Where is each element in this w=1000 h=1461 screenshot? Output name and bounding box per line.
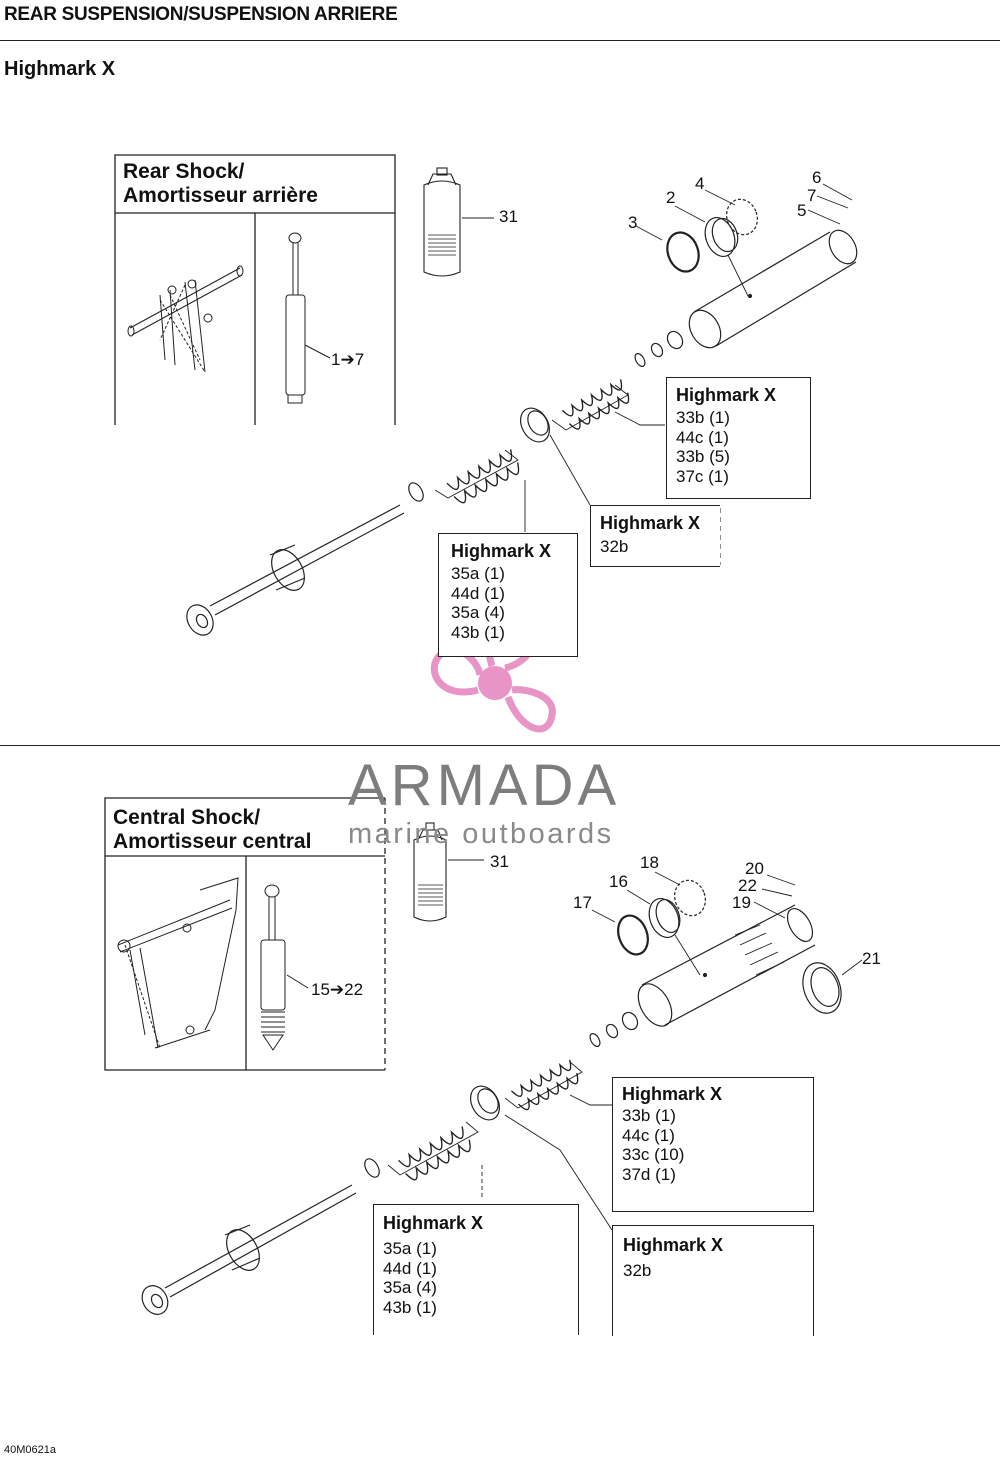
central-frame-sketch: [117, 877, 239, 1049]
rear-box-c-title: Highmark X: [451, 541, 552, 561]
rear-seal-parts: [666, 198, 758, 297]
callout-20: 20: [745, 859, 764, 878]
rear-highmark-box-c: Highmark X 35a (1) 44d (1) 35a (4) 43b (…: [438, 533, 578, 657]
rear-inset-title-line1: Rear Shock/: [123, 160, 245, 183]
rear-leader-lines: [635, 183, 853, 241]
callout-22: 22: [738, 876, 757, 895]
section-divider: [0, 745, 1000, 746]
watermark-brand: ARMADA: [348, 753, 621, 818]
central-box-a-line4: 37d (1): [622, 1164, 676, 1184]
callout-7: 7: [807, 186, 817, 205]
callout-17: 17: [573, 893, 592, 912]
central-box-a-line2: 44c (1): [622, 1125, 675, 1145]
rear-box-a-title: Highmark X: [676, 385, 777, 405]
rear-inset-shock: [285, 232, 331, 404]
central-box-c-line1: 35a (1): [383, 1239, 437, 1258]
rear-inset-range: 1➔7: [331, 350, 365, 369]
central-highmark-box-b: Highmark X 32b: [612, 1225, 814, 1336]
callout-4: 4: [695, 174, 705, 193]
central-highmark-box-a: Highmark X 33b (1) 44c (1) 33c (10) 37d …: [612, 1077, 814, 1212]
page-subtitle: Highmark X: [4, 58, 116, 80]
callout-18: 18: [640, 853, 659, 872]
central-inset-title-line2: Amortisseur central: [113, 830, 312, 853]
watermark-tagline: marine outboards: [348, 818, 614, 850]
rear-highmark-box-b: Highmark X 32b: [590, 505, 720, 567]
rear-box-b-line1: 32b: [600, 537, 629, 556]
callout-31-rear: 31: [499, 207, 518, 226]
rear-box-c-line4: 43b (1): [451, 622, 505, 642]
central-highmark-box-c: Highmark X 35a (1) 44d (1) 35a (4) 43b (…: [373, 1204, 579, 1335]
page-header: REAR SUSPENSION/SUSPENSION ARRIERE: [4, 4, 398, 25]
callout-2: 2: [666, 188, 676, 207]
callout-5: 5: [797, 201, 807, 220]
callout-31-central: 31: [490, 852, 509, 871]
central-inset-title-line1: Central Shock/: [113, 806, 261, 829]
central-box-c-line3: 35a (4): [383, 1278, 437, 1297]
rear-box-c-line2: 44d (1): [451, 583, 505, 603]
central-box-a-line1: 33b (1): [622, 1106, 676, 1125]
rear-shaft-assembly: [186, 330, 684, 636]
central-oil-can: [413, 822, 484, 922]
central-box-c-line2: 44d (1): [383, 1258, 437, 1278]
callout-16: 16: [609, 872, 628, 891]
rear-box-a-line4: 37c (1): [676, 466, 729, 486]
central-seal-parts: [617, 879, 706, 976]
rear-box-a-line1: 33b (1): [676, 408, 730, 427]
callout-6: 6: [812, 168, 822, 187]
central-box-c-title: Highmark X: [383, 1213, 484, 1233]
rear-box-c-line1: 35a (1): [451, 564, 505, 583]
rear-box-b-title: Highmark X: [600, 513, 701, 533]
callout-21: 21: [862, 949, 881, 968]
rear-box-a-line2: 44c (1): [676, 427, 729, 447]
rear-cylinder: [688, 229, 858, 349]
callout-19: 19: [732, 893, 751, 912]
central-inset-frame: [104, 797, 386, 1071]
central-box-c-line4: 43b (1): [383, 1297, 437, 1317]
rear-box-c-line3: 35a (4): [451, 603, 505, 622]
header-rule: [0, 40, 1000, 41]
central-box-a-line3: 33c (10): [622, 1145, 685, 1164]
rear-inset-title-line2: Amortisseur arrière: [123, 184, 318, 207]
central-box-b-title: Highmark X: [623, 1235, 724, 1255]
central-inset-shock: [260, 884, 309, 1051]
central-cylinder: [637, 904, 863, 1027]
figure-code: 40M0621a: [4, 1444, 56, 1456]
callout-3: 3: [628, 213, 638, 232]
central-box-a-title: Highmark X: [622, 1084, 723, 1104]
central-box-b-line1: 32b: [623, 1261, 652, 1280]
central-leader-lines: [591, 871, 796, 923]
rear-oil-can: [423, 167, 494, 277]
rear-box-a-line3: 33b (5): [676, 447, 730, 466]
rear-inset-frame: [114, 154, 396, 425]
rear-highmark-box-a: Highmark X 33b (1) 44c (1) 33b (5) 37c (…: [666, 377, 811, 499]
central-shaft-assembly: [141, 1011, 639, 1315]
rear-frame-sketch: [127, 265, 244, 373]
central-inset-range: 15➔22: [311, 980, 364, 999]
